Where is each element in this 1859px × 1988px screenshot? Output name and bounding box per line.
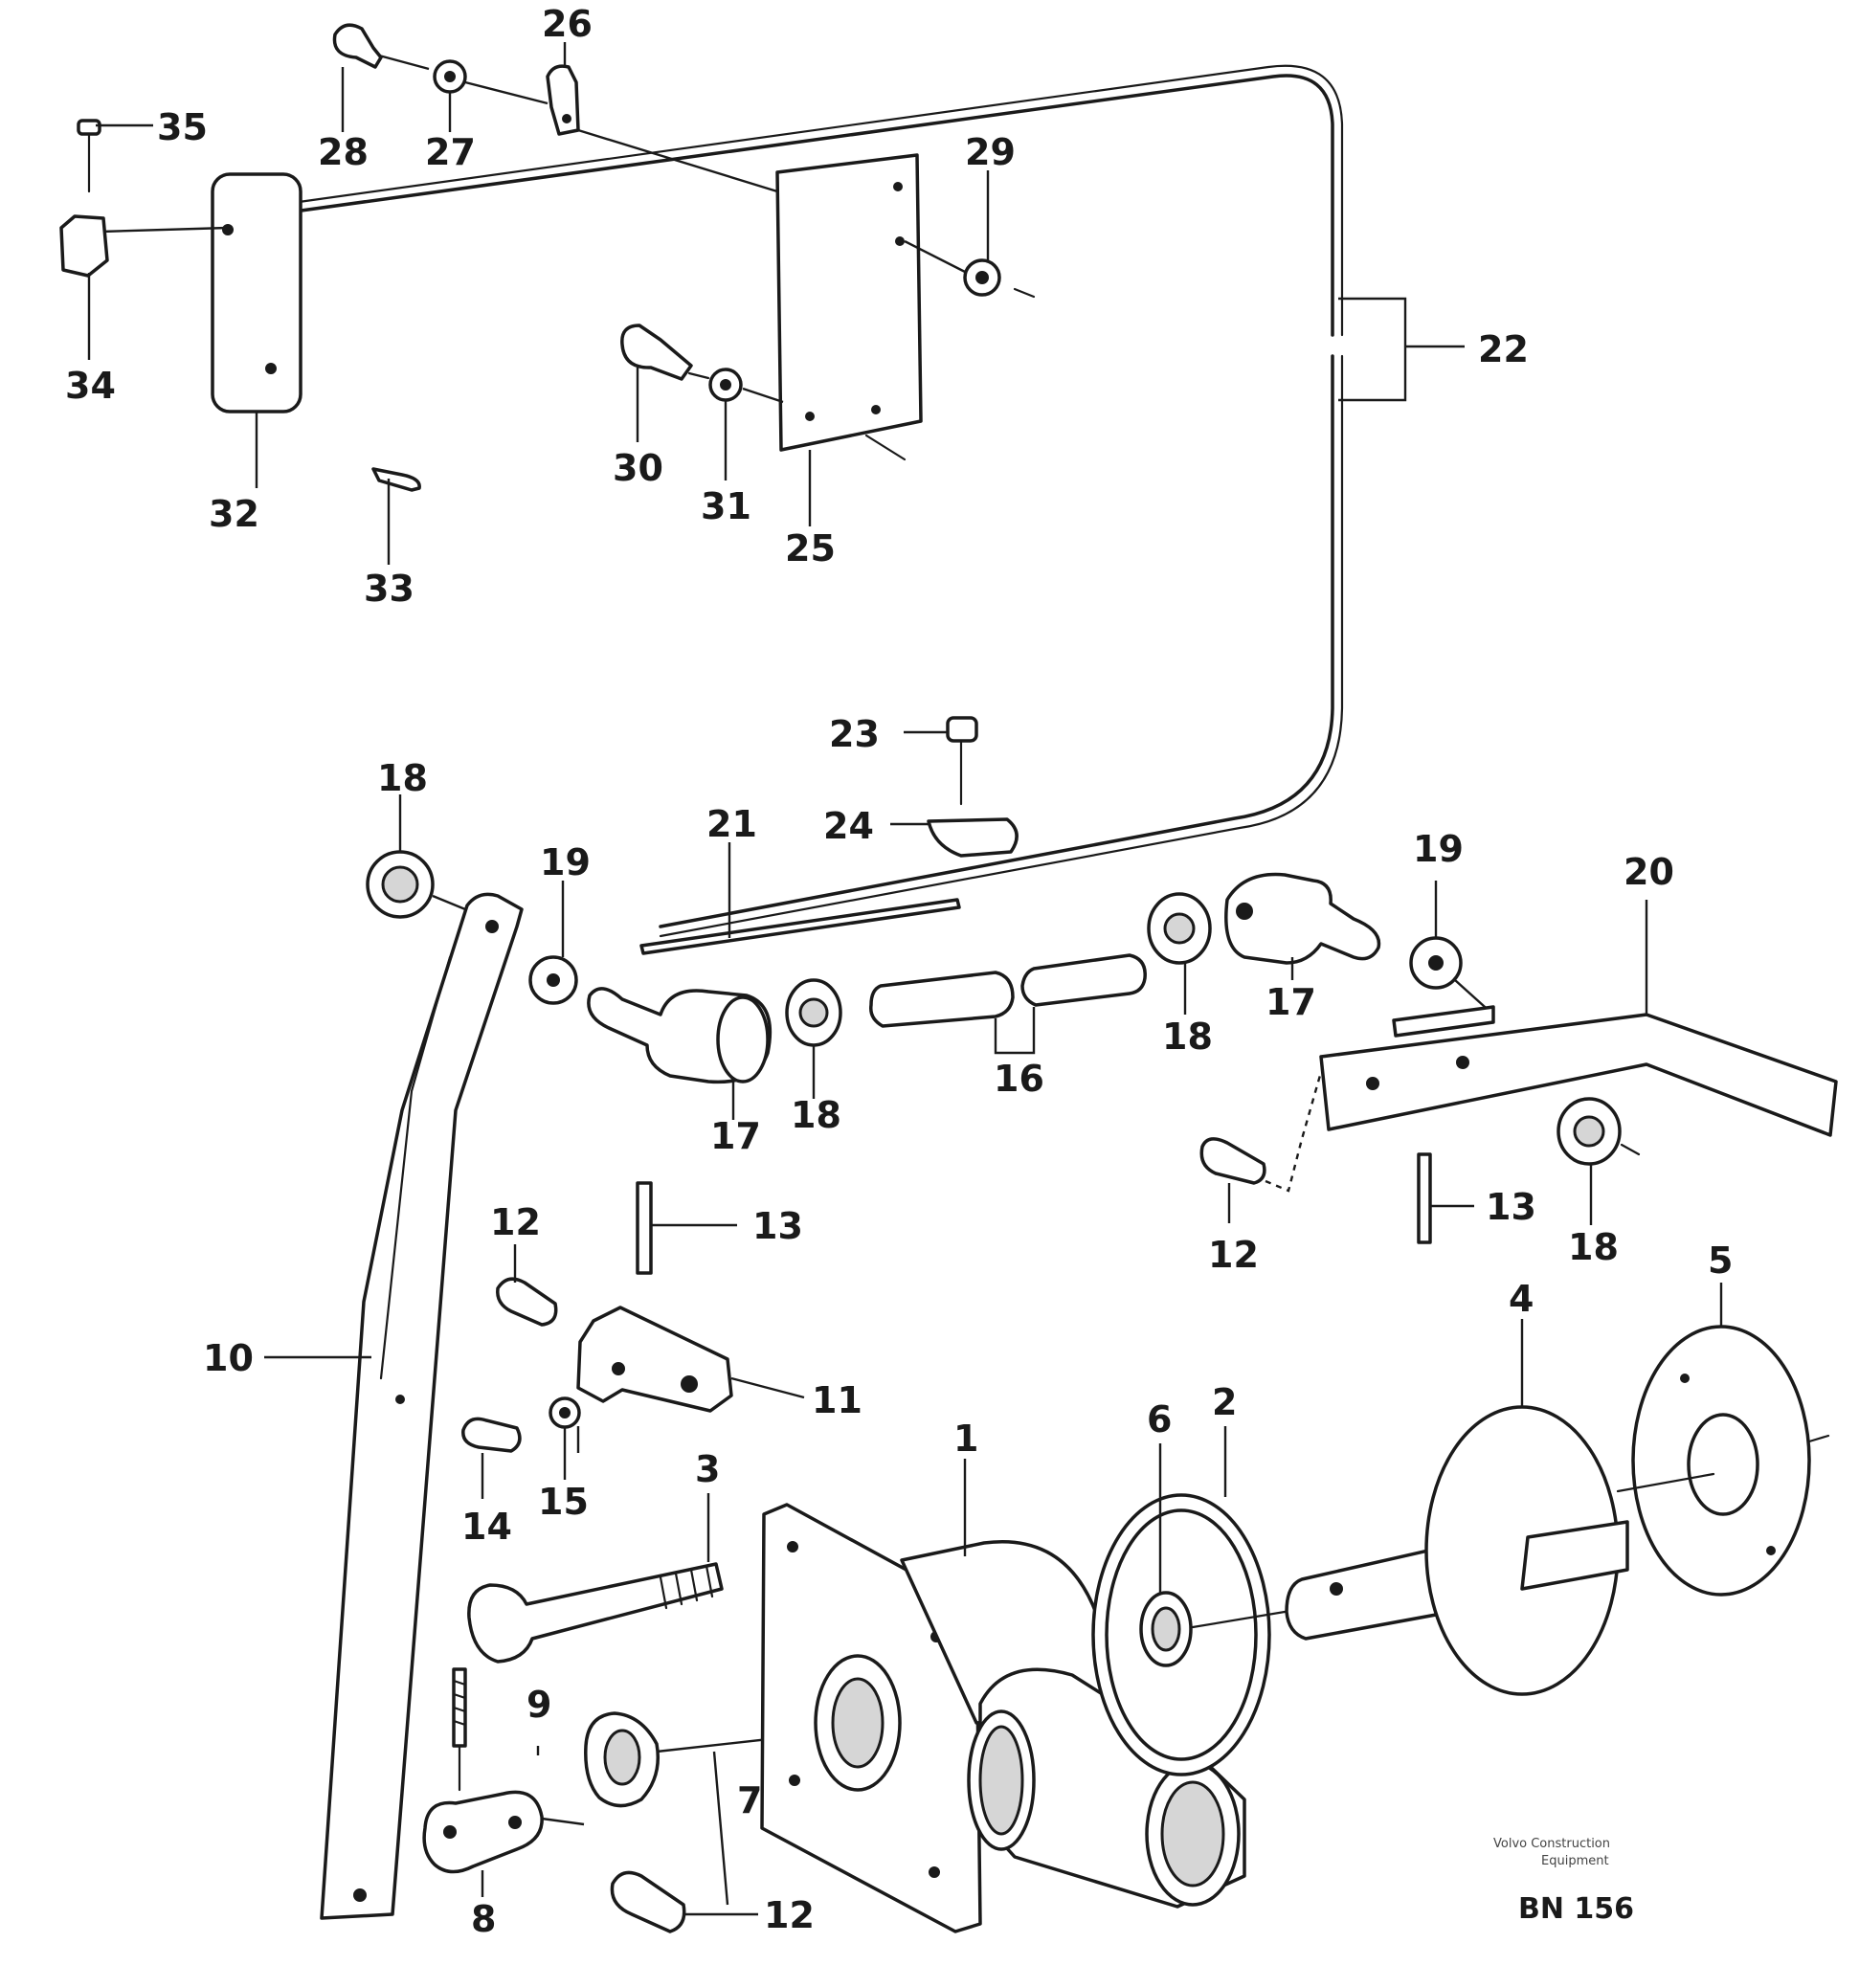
plate-11 — [576, 1306, 805, 1413]
spring-9 — [452, 1667, 467, 1792]
callout-13-b: 13 — [1486, 1186, 1536, 1228]
callout-9: 9 — [526, 1684, 551, 1726]
callout-18-b: 18 — [791, 1094, 841, 1136]
nut-18d — [1557, 1097, 1641, 1166]
callout-16: 16 — [994, 1058, 1044, 1100]
callout-18-d: 18 — [1568, 1226, 1619, 1268]
screw-12b — [1199, 1071, 1323, 1193]
callout-19-b: 19 — [1413, 828, 1464, 870]
bolt-3 — [467, 1562, 724, 1664]
callout-14: 14 — [461, 1506, 512, 1548]
callout-5: 5 — [1708, 1240, 1733, 1282]
shaft-4 — [1191, 1405, 1629, 1696]
callout-4: 4 — [1509, 1278, 1534, 1320]
disc-5 — [1616, 1325, 1830, 1597]
callout-25: 25 — [785, 527, 836, 570]
link-rod-21 — [639, 898, 961, 955]
callout-24: 24 — [823, 805, 874, 847]
bolt-13a — [636, 1181, 653, 1275]
washer-6 — [1139, 1591, 1193, 1667]
housing-1 — [760, 1503, 1246, 1933]
callout-11: 11 — [812, 1379, 862, 1421]
washer-19b — [1409, 936, 1494, 1016]
callout-labels: 1 2 3 4 5 6 7 8 9 10 11 12 12 12 12 13 1… — [65, 3, 1733, 1940]
callout-6: 6 — [1147, 1398, 1172, 1441]
callout-13-a: 13 — [752, 1205, 803, 1247]
callout-17-a: 17 — [710, 1115, 761, 1157]
caption-line-1: Volvo Construction — [1493, 1837, 1610, 1851]
callout-12-a: 12 — [490, 1201, 541, 1243]
callout-2: 2 — [1212, 1381, 1237, 1423]
washer-29 — [904, 239, 1036, 299]
nut-18c — [1147, 892, 1212, 965]
callout-7: 7 — [737, 1779, 762, 1821]
callout-19-a: 19 — [540, 841, 591, 883]
callout-8: 8 — [471, 1898, 496, 1940]
clip-33 — [371, 467, 421, 492]
callout-10: 10 — [203, 1337, 254, 1379]
washer-15 — [549, 1396, 581, 1429]
sleeve-16 — [869, 953, 1147, 1055]
callout-32: 32 — [209, 493, 259, 535]
screw-14 — [461, 1417, 522, 1453]
bolt-13b — [1417, 1152, 1432, 1244]
callout-33: 33 — [364, 568, 414, 610]
callout-3: 3 — [695, 1448, 720, 1490]
washer-27 — [433, 59, 549, 105]
crank-17a — [587, 987, 773, 1084]
callout-26: 26 — [542, 3, 593, 45]
leader-22-bracket — [1338, 297, 1465, 402]
callout-12-c: 12 — [764, 1894, 815, 1936]
caption-line-2: Equipment — [1541, 1854, 1609, 1868]
nut-18a — [366, 850, 466, 919]
callout-22: 22 — [1478, 328, 1529, 370]
callout-17-b: 17 — [1265, 981, 1316, 1023]
link-8 — [422, 1790, 585, 1874]
screw-12d — [610, 1870, 686, 1933]
callout-35: 35 — [157, 106, 208, 148]
callout-12-b: 12 — [1208, 1234, 1259, 1276]
callout-29: 29 — [965, 131, 1016, 173]
callout-18-a: 18 — [377, 757, 428, 799]
lever-10 — [320, 892, 524, 1920]
bracket-25 — [775, 153, 923, 461]
caption: Volvo Construction Equipment BN 156 — [1493, 1837, 1634, 1926]
callout-31: 31 — [701, 485, 751, 527]
bolt-30 — [620, 324, 710, 381]
callout-34: 34 — [65, 365, 116, 407]
lever-32 — [100, 172, 302, 413]
nut-34 — [59, 214, 109, 278]
crank-17b — [1224, 872, 1381, 965]
bolt-23 — [946, 716, 978, 806]
caption-code: BN 156 — [1518, 1892, 1634, 1926]
callout-1: 1 — [953, 1418, 978, 1460]
callout-18-c: 18 — [1162, 1016, 1213, 1058]
nut-18b — [785, 978, 842, 1047]
bushing-7 — [584, 1711, 795, 1808]
callout-28: 28 — [318, 131, 369, 173]
callout-30: 30 — [613, 447, 663, 489]
bolt-28 — [332, 23, 430, 71]
bolt-35 — [77, 119, 101, 193]
washer-31 — [708, 368, 784, 404]
callout-15: 15 — [538, 1481, 589, 1523]
clip-26 — [546, 64, 778, 193]
callout-21: 21 — [706, 803, 757, 845]
callout-23: 23 — [829, 713, 880, 755]
clip-24 — [927, 817, 1019, 858]
callout-27: 27 — [425, 131, 476, 173]
washer-19a — [528, 955, 578, 1005]
leader-lines — [87, 42, 1723, 1916]
screw-12c — [496, 1277, 558, 1327]
callout-20: 20 — [1624, 851, 1674, 893]
